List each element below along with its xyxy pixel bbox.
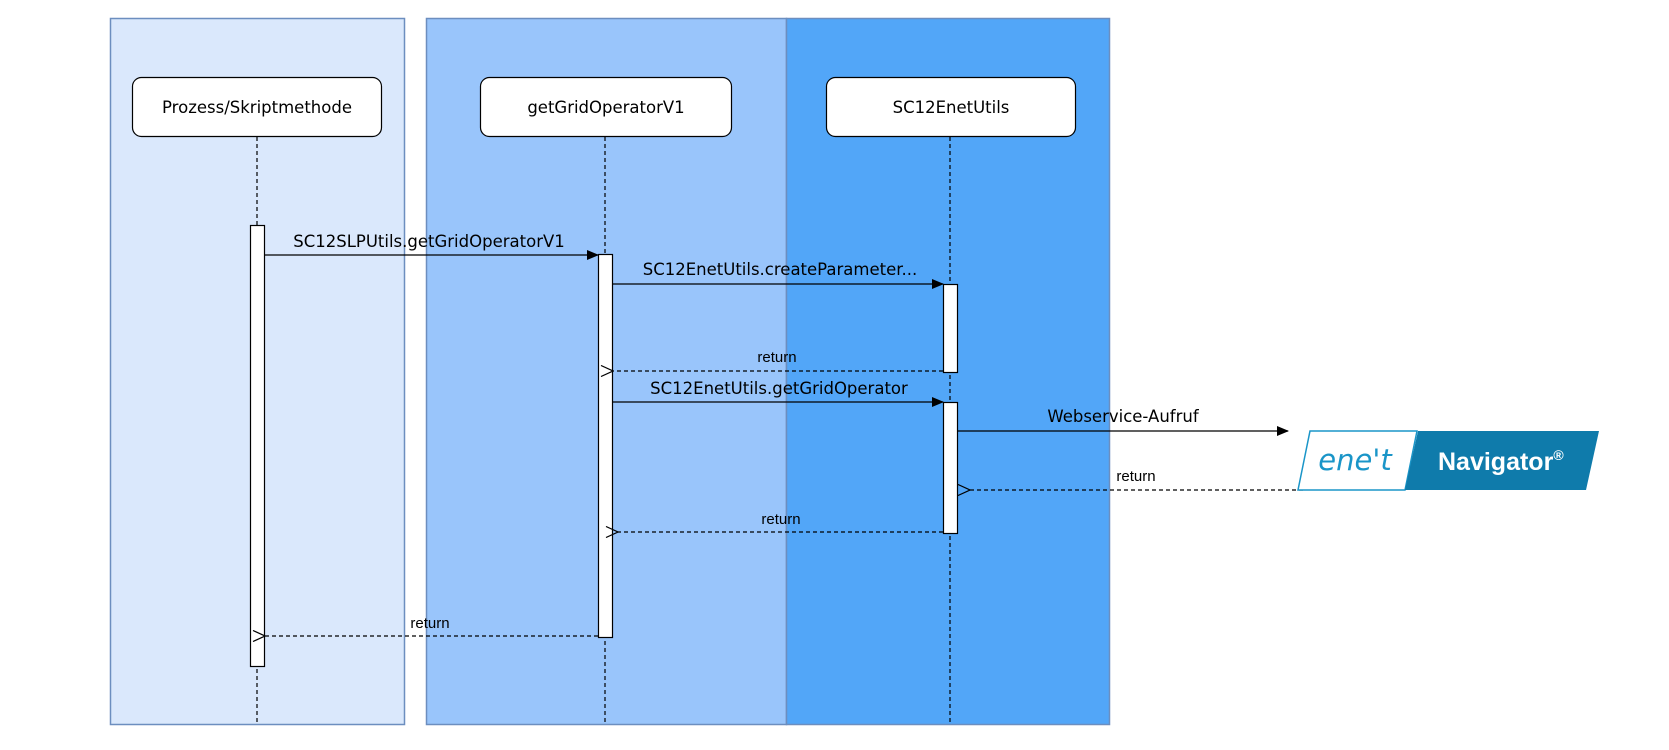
message-label-m2: SC12EnetUtils.createParameter... (643, 260, 918, 279)
activation-enet-1 (942, 283, 959, 374)
return-label-r4: return (1116, 468, 1155, 485)
return-label-r3: return (761, 511, 800, 528)
activation-getgridoperator (597, 253, 614, 639)
activation-enet-2 (942, 401, 959, 535)
participant-getgridoperator-label: getGridOperatorV1 (527, 98, 684, 117)
participant-sc12enetutils-label: SC12EnetUtils (893, 98, 1010, 117)
enet-logo-text: ene't (1318, 443, 1393, 477)
participant-prozess: Prozess/Skriptmethode (131, 76, 383, 138)
enet-navigator-logo: ene't Navigator® (1297, 430, 1599, 491)
participant-prozess-label: Prozess/Skriptmethode (162, 98, 352, 117)
activation-prozess (249, 224, 266, 668)
message-label-m3: SC12EnetUtils.getGridOperator (650, 379, 908, 398)
participant-sc12enetutils: SC12EnetUtils (825, 76, 1077, 138)
navigator-name: Navigator (1438, 448, 1554, 476)
message-label-m4: Webservice-Aufruf (1047, 407, 1199, 426)
registered-mark: ® (1553, 447, 1564, 463)
participant-getgridoperator: getGridOperatorV1 (479, 76, 733, 138)
return-label-r2: return (757, 349, 796, 366)
message-label-m1: SC12SLPUtils.getGridOperatorV1 (293, 232, 565, 251)
return-label-r1: return (410, 615, 449, 632)
navigator-label: Navigator® (1438, 447, 1564, 476)
